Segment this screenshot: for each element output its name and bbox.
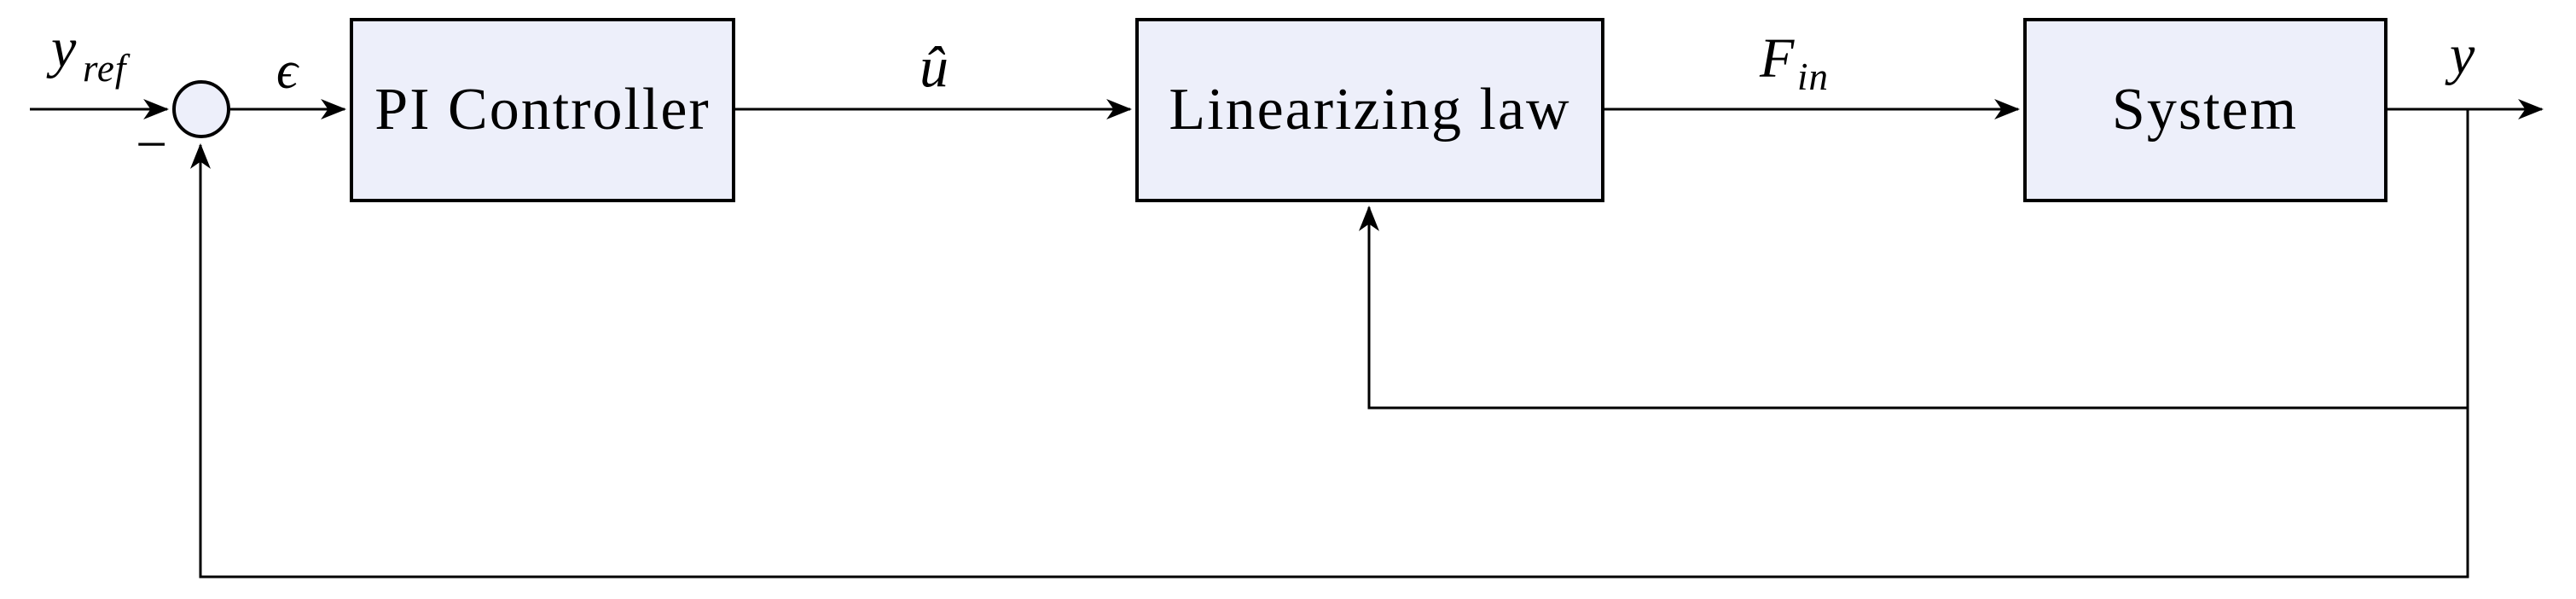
force-label-sub: in (1797, 55, 1829, 98)
reference-label: y ref (46, 17, 131, 90)
system-label: System (2112, 77, 2298, 142)
reference-label-sub: ref (83, 47, 131, 90)
system-block: System (2023, 18, 2387, 202)
reference-label-main: y (46, 17, 77, 79)
system-box (2023, 18, 2387, 202)
linearizing-law-block: Linearizing law (1135, 18, 1604, 202)
summing-junction (172, 80, 230, 138)
control-label: û (920, 34, 949, 99)
error-label: ϵ (276, 42, 299, 100)
inner-feedback-arrow (1359, 205, 2468, 410)
force-label: F in (1759, 27, 1829, 98)
output-label: y (2445, 24, 2475, 86)
pi-controller-label: PI Controller (374, 77, 710, 142)
pi-controller-block: PI Controller (350, 18, 735, 202)
minus-sign: − (136, 113, 167, 176)
pi-controller-box (350, 18, 735, 202)
linearizing-law-box (1135, 18, 1604, 202)
linearizing-law-label: Linearizing law (1169, 77, 1570, 142)
force-label-main: F (1759, 27, 1795, 90)
outer-feedback-arrow (190, 109, 2469, 579)
